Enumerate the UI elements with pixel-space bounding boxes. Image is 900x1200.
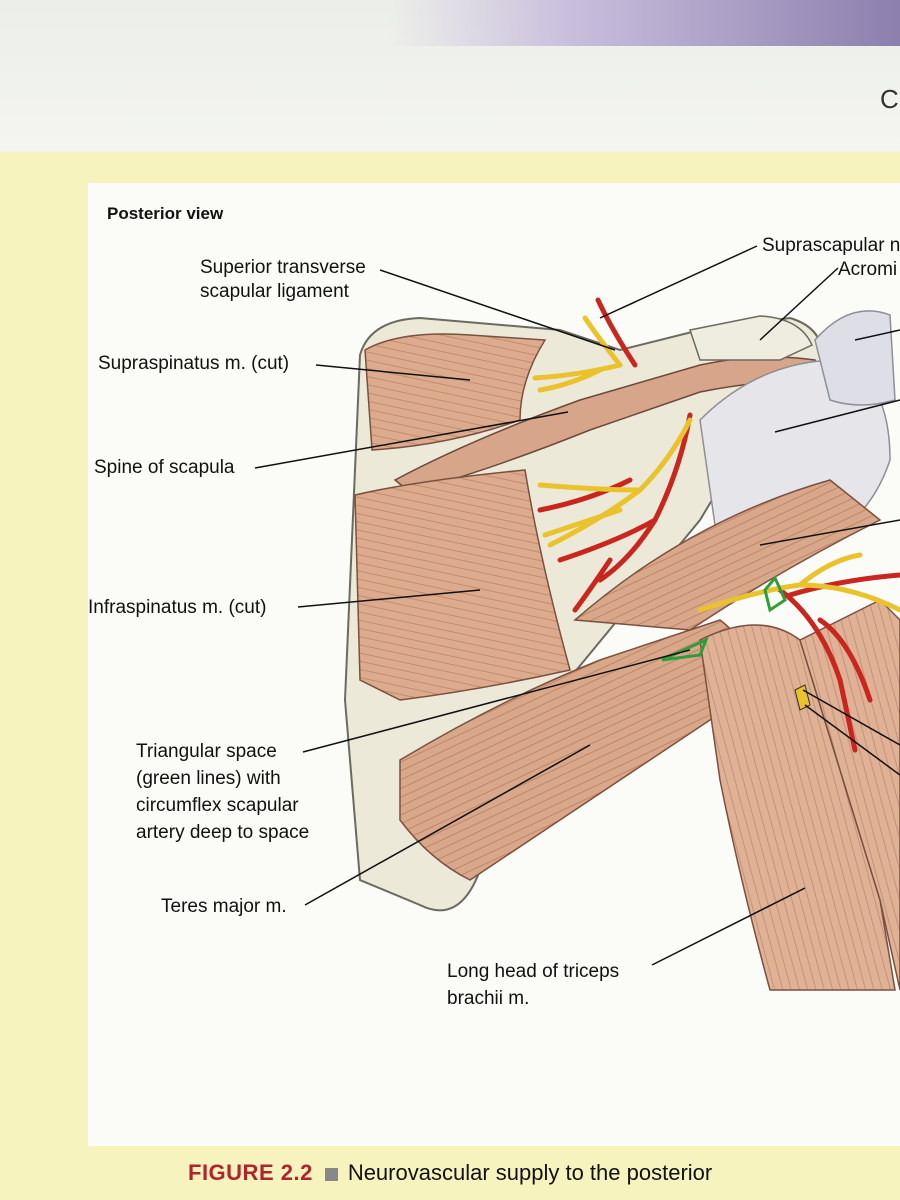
label-triangular-line3: circumflex scapular (136, 795, 299, 816)
label-long-head-triceps: Long head of triceps brachii m. (447, 958, 619, 1012)
lateral-arm-muscle (799, 599, 900, 991)
view-title: Posterior view (107, 204, 224, 223)
label-triangular-line1: Triangular space (136, 741, 277, 762)
caption-text: Neurovascular supply to the posterior (347, 1160, 713, 1185)
label-superior-transverse-line1: Superior transverse (200, 257, 366, 278)
triangular-space-lines (661, 575, 787, 662)
supraspinatus-muscle (364, 333, 547, 451)
chapter-header-band (390, 0, 900, 46)
acromion (689, 315, 813, 361)
caption-square-icon (324, 1167, 338, 1181)
label-spine-of-scapula: Spine of scapula (94, 457, 235, 478)
label-acromion: Acromi (838, 259, 898, 280)
label-supraspinatus: Supraspinatus m. (cut) (98, 353, 290, 374)
label-infraspinatus: Infraspinatus m. (cut) (88, 597, 267, 618)
label-triangular-space: Triangular space (green lines) with circ… (136, 738, 309, 846)
humeral-tubercle (814, 310, 896, 406)
label-long-head-line1: Long head of triceps (447, 961, 620, 982)
figure-caption: FIGURE 2.2 Neurovascular supply to the po… (188, 1160, 712, 1186)
nerve-branches (532, 315, 900, 613)
label-superior-transverse-line2: scapular ligament (200, 281, 349, 302)
label-triangular-line4: artery deep to space (136, 822, 310, 843)
label-triangular-line2: (green lines) with (136, 768, 281, 789)
label-long-head-line2: brachii m. (447, 988, 530, 1009)
label-teres-major: Teres major m. (161, 896, 287, 917)
infraspinatus-muscle (354, 469, 571, 701)
chapter-letter: C (880, 84, 899, 114)
label-suprascapular: Suprascapular n (762, 235, 900, 256)
figure-number: FIGURE 2.2 (188, 1160, 313, 1185)
long-head-triceps-muscle (699, 624, 896, 991)
leader-lines (254, 245, 900, 966)
label-superior-transverse-scapular-ligament: Superior transverse scapular ligament (200, 256, 366, 304)
artery-branches (537, 297, 900, 753)
